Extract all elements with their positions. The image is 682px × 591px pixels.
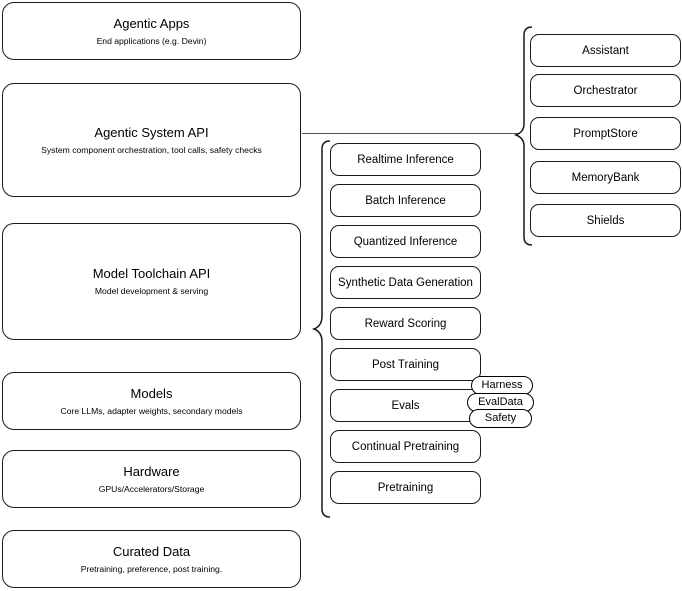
toolchain-title: Evals [391, 399, 420, 412]
toolchain-title: Continual Pretraining [351, 440, 460, 453]
toolchain-title: Pretraining [377, 481, 434, 494]
layer-subtitle: Core LLMs, adapter weights, secondary mo… [60, 405, 243, 416]
layer-subtitle: GPUs/Accelerators/Storage [98, 483, 205, 494]
toolchain-box-synthetic-data-generation[interactable]: Synthetic Data Generation [330, 266, 481, 299]
toolchain-title: Realtime Inference [357, 153, 454, 166]
system-component-title: Orchestrator [573, 84, 638, 97]
evals-badge-harness[interactable]: Harness [471, 376, 533, 395]
system-component-box-promptstore[interactable]: PromptStore [530, 117, 681, 150]
brace-toolchain [311, 140, 331, 518]
system-component-box-shields[interactable]: Shields [530, 204, 681, 237]
layer-title: Model Toolchain API [92, 266, 211, 281]
toolchain-box-quantized-inference[interactable]: Quantized Inference [330, 225, 481, 258]
evals-badge-evaldata[interactable]: EvalData [467, 393, 534, 412]
layer-title: Agentic Apps [113, 15, 190, 31]
layer-subtitle: Pretraining, preference, post training. [80, 563, 223, 574]
system-component-title: Assistant [582, 44, 629, 57]
toolchain-box-post-training[interactable]: Post Training [330, 348, 481, 381]
connector-line-system-api-to-components [302, 133, 520, 135]
layer-box-agentic-apps[interactable]: Agentic Apps End applications (e.g. Devi… [2, 2, 301, 60]
layer-box-hardware[interactable]: Hardware GPUs/Accelerators/Storage [2, 450, 301, 508]
toolchain-box-reward-scoring[interactable]: Reward Scoring [330, 307, 481, 340]
brace-system-components [513, 26, 533, 246]
toolchain-title: Synthetic Data Generation [338, 276, 473, 289]
system-component-title: PromptStore [573, 127, 638, 140]
toolchain-title: Quantized Inference [353, 235, 458, 248]
evals-badge-safety[interactable]: Safety [469, 409, 532, 428]
toolchain-box-continual-pretraining[interactable]: Continual Pretraining [330, 430, 481, 463]
toolchain-title: Post Training [371, 358, 440, 371]
system-component-box-assistant[interactable]: Assistant [530, 34, 681, 67]
system-component-title: Shields [586, 214, 625, 227]
layer-subtitle: System component orchestration, tool cal… [41, 144, 262, 155]
layer-subtitle: End applications (e.g. Devin) [96, 35, 207, 46]
toolchain-box-realtime-inference[interactable]: Realtime Inference [330, 143, 481, 176]
layer-box-agentic-system-api[interactable]: Agentic System API System component orch… [2, 83, 301, 197]
toolchain-box-pretraining[interactable]: Pretraining [330, 471, 481, 504]
system-component-box-orchestrator[interactable]: Orchestrator [530, 74, 681, 107]
toolchain-box-evals[interactable]: Evals [330, 389, 481, 422]
toolchain-box-batch-inference[interactable]: Batch Inference [330, 184, 481, 217]
layer-box-curated-data[interactable]: Curated Data Pretraining, preference, po… [2, 530, 301, 588]
toolchain-title: Batch Inference [365, 194, 446, 207]
system-component-title: MemoryBank [571, 171, 640, 184]
layer-box-models[interactable]: Models Core LLMs, adapter weights, secon… [2, 372, 301, 430]
layer-title: Agentic System API [94, 124, 209, 140]
layer-box-model-toolchain-api[interactable]: Model Toolchain API Model development & … [2, 223, 301, 340]
system-component-box-memorybank[interactable]: MemoryBank [530, 161, 681, 194]
layer-title: Curated Data [112, 543, 191, 559]
toolchain-title: Reward Scoring [364, 317, 447, 330]
layer-subtitle: Model development & serving [94, 286, 209, 296]
layer-title: Hardware [123, 463, 180, 479]
layer-title: Models [130, 385, 173, 401]
